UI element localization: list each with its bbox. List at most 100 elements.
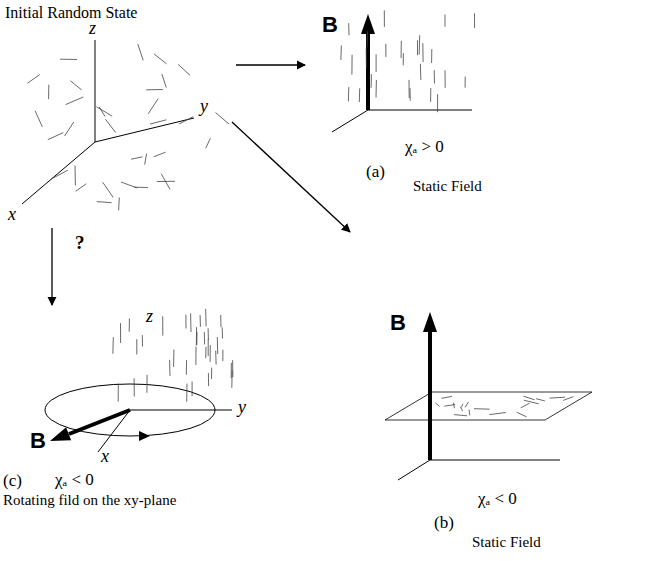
molecule-segment	[136, 339, 137, 354]
molecule-segment	[222, 327, 223, 338]
field-arrow	[69, 410, 130, 434]
molecule-segment	[169, 360, 170, 376]
susceptibility-label: χₐ > 0	[405, 137, 444, 157]
molecule-segment	[196, 327, 197, 345]
molecule-segment	[469, 410, 471, 416]
molecule-segment	[190, 313, 191, 332]
axis-line	[368, 110, 472, 111]
panel-title: Initial Random State	[5, 4, 137, 22]
molecule-segment	[435, 403, 439, 407]
molecule-segment	[179, 117, 193, 124]
molecule-segment	[348, 23, 349, 35]
molecule-segment	[445, 70, 446, 87]
axis-label: z	[89, 18, 96, 39]
molecule-segment	[366, 49, 367, 68]
molecule-segment	[28, 75, 40, 84]
molecule-segment	[431, 49, 432, 63]
molecule-segment	[437, 94, 438, 112]
molecule-segment	[120, 323, 121, 343]
molecule-segment	[112, 337, 113, 354]
molecule-segment	[410, 88, 411, 101]
molecule-segment	[65, 122, 74, 136]
molecule-segment	[146, 89, 163, 90]
molecule-segment	[215, 351, 216, 365]
molecule-segment	[196, 332, 197, 345]
axis-label: x	[101, 446, 109, 467]
process-arrow	[236, 64, 305, 65]
molecule-segment	[523, 396, 534, 400]
molecule-segment	[465, 77, 466, 88]
molecule-segment	[367, 31, 368, 47]
field-arrow	[366, 32, 370, 110]
panel-letter: (c)	[3, 471, 22, 491]
molecule-segment	[489, 413, 505, 415]
molecule-segment	[51, 170, 68, 179]
molecule-segment	[220, 315, 221, 327]
molecule-segment	[173, 350, 174, 367]
molecule-segment	[185, 315, 186, 329]
process-arrow	[51, 228, 52, 305]
field-arrowhead	[50, 427, 71, 441]
molecule-segment	[66, 97, 84, 105]
axis-label: y	[200, 96, 208, 117]
molecule-segment	[216, 113, 230, 125]
molecule-segment	[376, 54, 377, 72]
molecule-segments	[28, 10, 574, 416]
molecule-segment	[48, 133, 64, 140]
molecule-segment	[145, 154, 147, 165]
y-axis	[95, 118, 194, 142]
molecule-segment	[474, 408, 490, 410]
question-mark: ?	[75, 232, 85, 254]
molecule-segment	[204, 332, 205, 344]
molecule-segment	[178, 64, 190, 75]
rotation-arrowhead	[139, 431, 150, 441]
molecule-segment	[154, 54, 167, 64]
molecule-segment	[401, 41, 402, 58]
molecule-segment	[118, 198, 120, 211]
molecule-segment	[208, 328, 209, 340]
susceptibility-label: χₐ < 0	[478, 489, 517, 509]
molecule-segment	[208, 373, 209, 386]
molecule-segment	[384, 10, 385, 27]
molecule-segment	[536, 399, 545, 401]
molecule-segment	[348, 87, 349, 101]
field-type-label: Static Field	[413, 178, 482, 195]
panel-letter: (b)	[434, 513, 454, 533]
plane-outline	[385, 392, 592, 420]
molecule-segment	[205, 309, 206, 327]
molecule-segment	[146, 375, 147, 393]
molecule-segment	[138, 44, 143, 60]
molecule-segment	[192, 382, 193, 397]
molecule-segment	[222, 350, 223, 361]
molecule-segment	[205, 347, 206, 358]
field-label: B	[390, 310, 406, 335]
molecule-segment	[563, 397, 573, 401]
x-axis	[22, 142, 95, 204]
molecule-segment	[524, 400, 539, 404]
field-arrowhead	[423, 312, 437, 332]
molecule-segment	[162, 74, 167, 88]
molecule-segment	[376, 80, 377, 98]
field-type-label: Static Field	[472, 534, 541, 551]
molecule-segment	[461, 404, 463, 408]
molecule-segment	[76, 184, 87, 192]
molecule-segment	[200, 315, 201, 327]
molecule-segment	[208, 339, 209, 356]
molecule-segment	[441, 396, 452, 398]
molecule-segment	[195, 347, 196, 365]
molecule-segment	[118, 384, 119, 402]
molecule-segment	[465, 402, 468, 407]
molecule-segment	[444, 405, 455, 407]
molecule-segment	[550, 397, 565, 399]
molecule-segment	[217, 337, 218, 354]
molecule-segment	[148, 99, 158, 114]
molecule-segment	[154, 152, 166, 157]
molecule-segment	[211, 368, 212, 379]
panel-letter: (a)	[366, 162, 385, 182]
molecule-segment	[474, 13, 475, 28]
molecule-segment	[206, 138, 211, 148]
molecule-segment	[157, 181, 175, 182]
molecule-segment	[453, 403, 455, 409]
molecule-segment	[134, 378, 135, 396]
